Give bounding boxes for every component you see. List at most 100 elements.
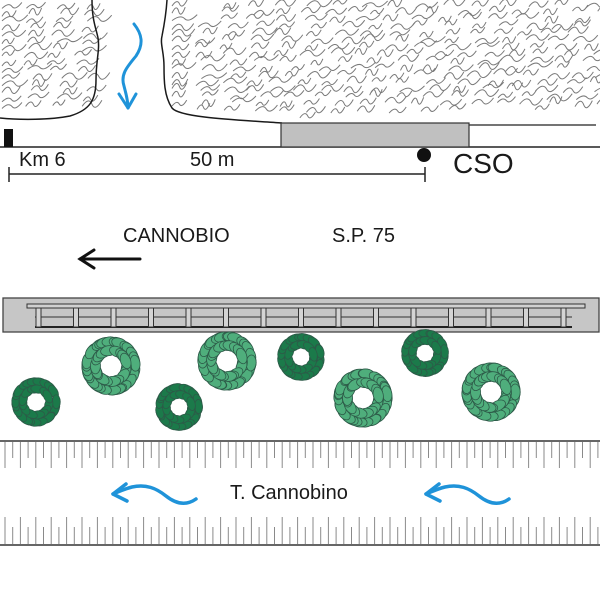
hatch-stroke: [223, 104, 241, 111]
hatch-stroke: [594, 74, 600, 79]
hatch-stroke: [281, 34, 304, 42]
guardrail-post: [560, 307, 567, 328]
hatch-stroke: [1, 49, 15, 57]
hatch-stroke: [359, 97, 377, 105]
hatch-stroke: [279, 54, 297, 62]
hatch-stroke: [222, 47, 247, 56]
hatch-stroke: [279, 100, 293, 108]
hatch-stroke: [325, 7, 348, 15]
hatch-stroke: [255, 99, 270, 107]
hatch-stroke: [200, 53, 226, 62]
hatch-stroke: [86, 3, 101, 11]
hatch-stroke: [399, 85, 425, 93]
hatch-stroke: [260, 90, 284, 98]
hatch-stroke: [452, 85, 467, 93]
hatch-stroke: [171, 34, 192, 43]
hatch-stroke: [488, 4, 507, 13]
hatch-stroke: [306, 0, 333, 8]
hatch-stroke: [422, 90, 445, 98]
hatch-stroke: [30, 84, 49, 91]
hatch-stroke: [574, 100, 593, 109]
hatch-stroke: [445, 27, 461, 35]
hatch-stroke: [547, 33, 570, 41]
hatch-stroke: [81, 44, 107, 52]
hatch-stroke: [171, 23, 195, 31]
hatch-stroke: [496, 96, 516, 103]
hatch-stroke: [76, 57, 100, 65]
hatch-stroke: [437, 15, 452, 23]
hatch-stroke: [484, 50, 505, 57]
hatch-stroke: [221, 4, 240, 12]
hatch-stroke: [546, 93, 573, 102]
hatch-stroke: [471, 97, 494, 105]
hatch-stroke: [347, 4, 368, 12]
hatch-stroke: [448, 103, 467, 110]
hatch-stroke: [293, 84, 317, 92]
hatch-stroke: [202, 26, 218, 35]
hatch-stroke: [83, 32, 108, 40]
hatch-stroke: [259, 65, 273, 73]
hatch-stroke: [307, 70, 332, 79]
hatch-stroke: [1, 79, 29, 87]
hatch-stroke: [310, 58, 324, 66]
hatch-stroke: [200, 84, 221, 91]
hatch-stroke: [414, 40, 438, 47]
hatch-stroke: [457, 50, 477, 58]
hatch-stroke: [274, 0, 297, 7]
hatch-stroke: [422, 64, 439, 72]
hatch-stroke: [258, 70, 279, 79]
hatch-stroke: [554, 0, 569, 5]
hatch-stroke: [384, 96, 407, 104]
direction-town-label: CANNOBIO: [123, 225, 230, 247]
hatch-stroke: [52, 99, 66, 106]
tree-leaf: [186, 396, 196, 411]
hatch-stroke: [444, 18, 458, 26]
hatch-stroke: [321, 78, 338, 86]
guardrail-post: [335, 307, 342, 328]
hatch-stroke: [253, 54, 279, 61]
hatch-stroke: [477, 58, 503, 66]
hatch-stroke: [368, 22, 383, 30]
hatch-stroke: [300, 5, 322, 14]
hatch-stroke: [529, 41, 545, 48]
hatch-stroke: [364, 68, 379, 76]
hatch-stroke: [86, 14, 113, 22]
hatch-stroke: [366, 56, 382, 64]
hatch-stroke: [522, 68, 539, 76]
hatch-stroke: [197, 20, 222, 28]
hatch-stroke: [27, 63, 53, 70]
hatch-stroke: [25, 100, 42, 107]
hatch-stroke: [443, 71, 465, 80]
hatch-stroke: [49, 63, 67, 71]
arrow-left-icon: [77, 248, 142, 270]
hatch-stroke: [370, 86, 388, 94]
hatch-stroke: [395, 6, 418, 15]
hatch-stroke: [171, 28, 196, 37]
hatch-stroke: [284, 69, 299, 77]
hatch-stroke: [1, 59, 17, 67]
hatch-stroke: [28, 42, 53, 51]
hatch-stroke: [356, 105, 376, 113]
hatch-stroke: [291, 64, 305, 71]
hatch-stroke: [1, 23, 21, 32]
hatch-stroke: [275, 7, 291, 15]
hatch-stroke: [519, 97, 544, 106]
hatch-stroke: [499, 0, 517, 6]
hatch-stroke: [60, 7, 80, 16]
hatch-stroke: [521, 89, 537, 97]
tree-leaf: [372, 386, 384, 404]
hatch-stroke: [278, 21, 296, 28]
hatch-stroke: [515, 11, 540, 19]
guardrail-post: [73, 307, 79, 328]
hatch-stroke: [201, 99, 216, 107]
hatch-stroke: [544, 15, 559, 24]
hatch-stroke: [227, 29, 246, 37]
hatch-stroke: [567, 26, 589, 34]
hatch-stroke: [337, 68, 357, 75]
hatch-stroke: [563, 48, 580, 56]
hatch-stroke: [506, 82, 524, 91]
hatch-stroke: [304, 43, 319, 51]
kilometer-marker-label: Km 6: [19, 149, 66, 171]
hatch-stroke: [476, 40, 500, 48]
